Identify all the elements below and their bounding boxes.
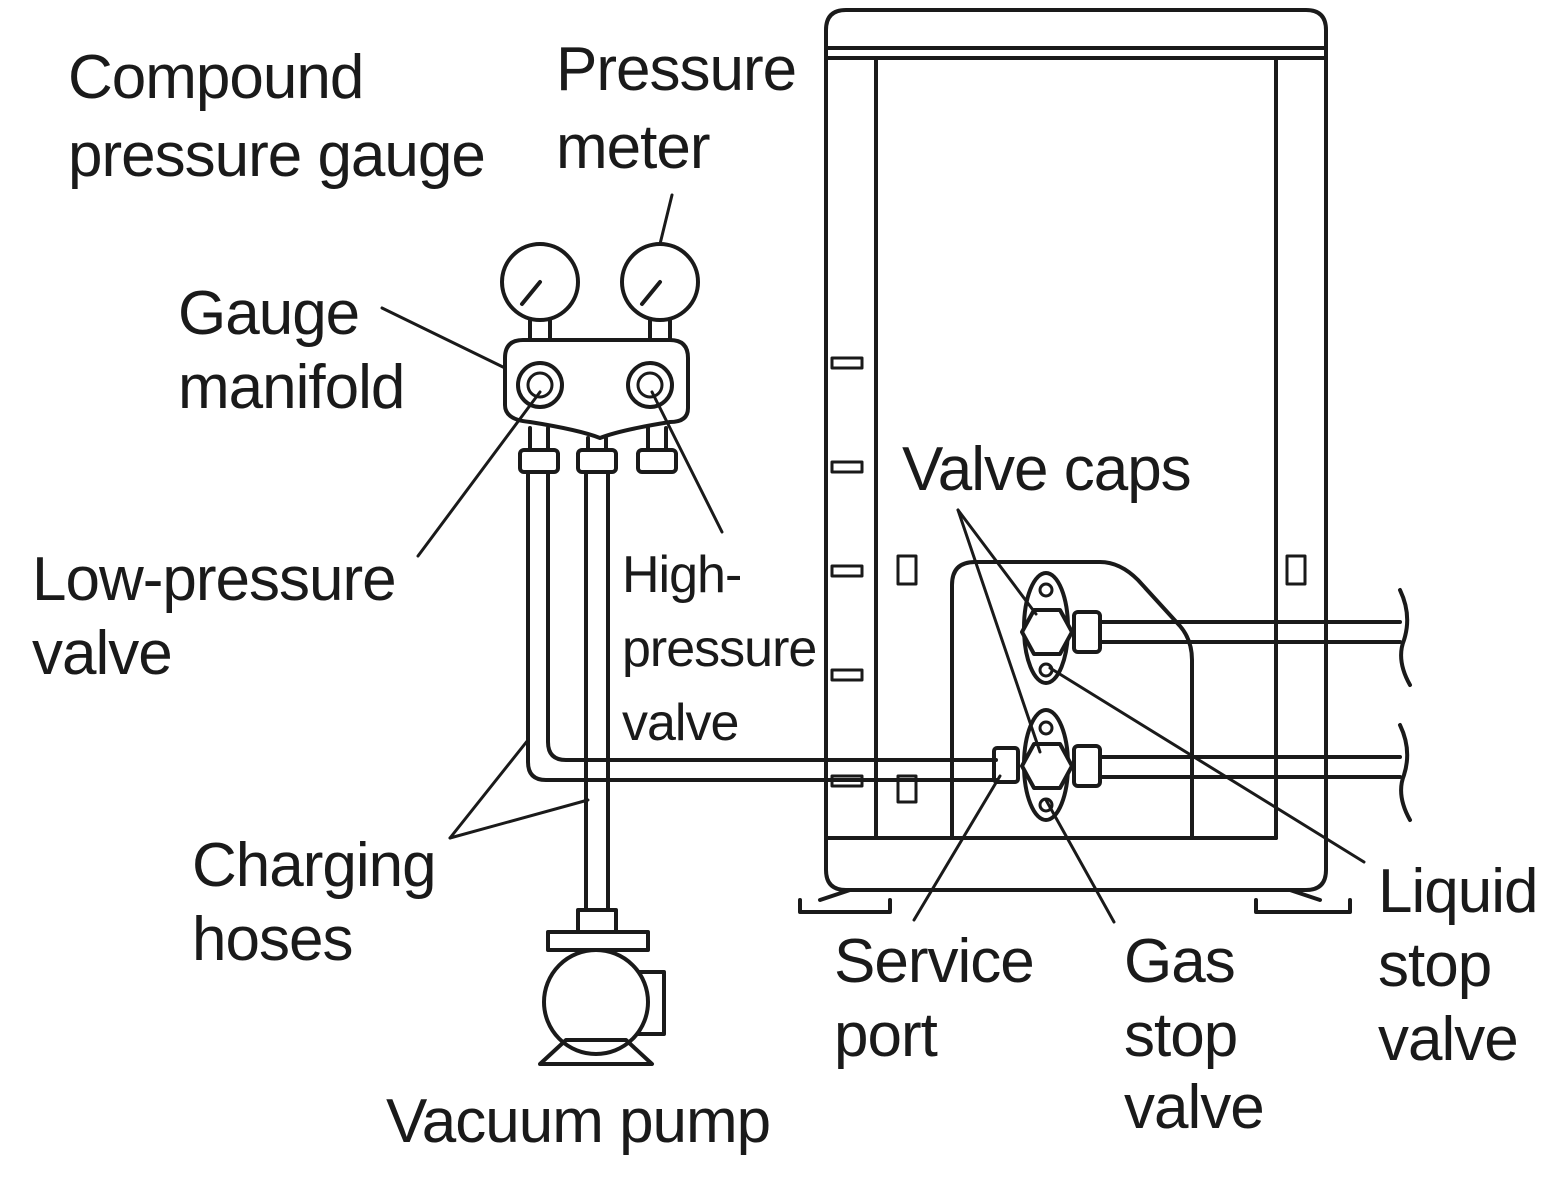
compound-gauge-label-line2: pressure gauge: [68, 121, 485, 190]
labels: Compound pressure gauge Pressure meter G…: [32, 35, 1538, 1156]
leader-lines: [380, 193, 1366, 924]
charging-hoses-label-line2: hoses: [192, 905, 352, 974]
service-port-label-line2: port: [834, 1001, 938, 1070]
refrigerant-pipes: [1098, 588, 1412, 822]
vacuum-pump: [538, 908, 666, 1066]
gas-stop-valve-label-line1: Gas: [1124, 927, 1235, 996]
charging-hoses: [526, 470, 998, 912]
gas-stop-valve-label-line2: stop: [1124, 1001, 1237, 1070]
liquid-stop-valve: [1020, 571, 1102, 685]
liquid-stop-valve-label-line3: valve: [1378, 1005, 1518, 1074]
high-pressure-valve-label-line2: pressure: [622, 620, 816, 678]
gauge-manifold-label-line1: Gauge: [178, 279, 359, 348]
compound-gauge-label-line1: Compound: [68, 43, 363, 112]
service-port-label-line1: Service: [834, 927, 1034, 996]
low-pressure-valve-label-line2: valve: [32, 619, 172, 688]
charging-hoses-label-line1: Charging: [192, 831, 436, 900]
high-pressure-valve-label-line1: High-: [622, 546, 741, 604]
gas-stop-valve-label-line3: valve: [1124, 1073, 1264, 1142]
valve-caps-label: Valve caps: [902, 435, 1191, 504]
pressure-meter-label-line2: meter: [556, 113, 710, 182]
pressure-meter-label-line1: Pressure: [556, 35, 796, 104]
gauge-manifold-label-line2: manifold: [178, 353, 404, 422]
liquid-stop-valve-label-line1: Liquid: [1378, 857, 1537, 926]
gauge-manifold-body: [500, 242, 700, 474]
high-pressure-valve-label-line3: valve: [622, 694, 738, 752]
vacuum-pump-label: Vacuum pump: [386, 1087, 770, 1156]
low-pressure-valve-label-line1: Low-pressure: [32, 545, 396, 614]
liquid-stop-valve-label-line2: stop: [1378, 931, 1491, 1000]
